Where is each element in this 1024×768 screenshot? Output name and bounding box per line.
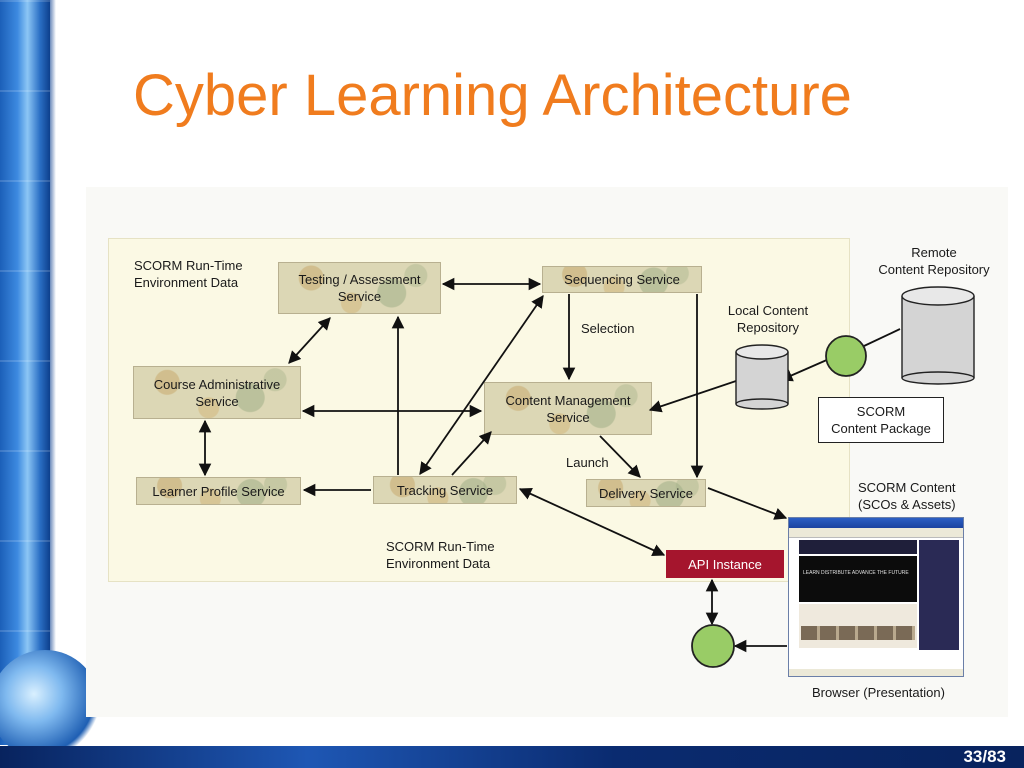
sequencing-service-label: Sequencing Service bbox=[564, 272, 680, 287]
launch-label: Launch bbox=[566, 455, 609, 470]
remote-repository-label: Remote Content Repository bbox=[868, 244, 1000, 278]
runtime-data-bottom-line1: SCORM Run-Time bbox=[386, 539, 495, 554]
slide-page-number: 33/83 bbox=[963, 747, 1006, 766]
local-repo-line1: Local Content bbox=[727, 303, 809, 318]
learner-profile-service: Learner Profile Service bbox=[136, 477, 301, 505]
browser-caption: Browser (Presentation) bbox=[812, 685, 945, 700]
package-line1: SCORM bbox=[856, 404, 906, 419]
runtime-data-bottom-line2: Environment Data bbox=[386, 556, 491, 571]
arrow-local-repo-content-mgmt bbox=[648, 380, 737, 413]
api-instance-label: API Instance bbox=[688, 556, 762, 572]
api-instance: API Instance bbox=[666, 550, 784, 578]
package-line2: Content Package bbox=[831, 421, 931, 436]
browser-page-banner bbox=[799, 540, 917, 554]
scorm-content-label: SCORM Content (SCOs & Assets) bbox=[858, 479, 956, 513]
browser-page-sidebar bbox=[919, 540, 959, 650]
scorm-content-line2: (SCOs & Assets) bbox=[858, 497, 956, 512]
local-repository-cylinder bbox=[735, 344, 789, 410]
local-repo-line2: Repository bbox=[736, 320, 800, 335]
selection-label: Selection bbox=[581, 321, 635, 336]
runtime-data-top-line1: SCORM Run-Time bbox=[134, 258, 243, 273]
testing-service-line2: Service bbox=[337, 289, 382, 304]
runtime-data-label-bottom: SCORM Run-Time Environment Data bbox=[386, 538, 495, 572]
tracking-service-label: Tracking Service bbox=[396, 482, 494, 498]
browser-title-bar bbox=[789, 518, 963, 528]
learner-profile-label: Learner Profile Service bbox=[152, 483, 285, 499]
arrow-tracking-api bbox=[518, 487, 666, 557]
browser-status-bar bbox=[789, 669, 963, 676]
decorative-globe bbox=[0, 650, 100, 760]
slide-title: Cyber Learning Architecture bbox=[133, 63, 852, 128]
arrow-connector-local-repo bbox=[779, 358, 830, 382]
tracking-service: Tracking Service bbox=[373, 476, 517, 504]
testing-service-line1: Testing / Assessment bbox=[298, 272, 421, 287]
connector-circle-top bbox=[825, 335, 867, 377]
browser-page-hero bbox=[799, 556, 917, 602]
arrow-launch bbox=[599, 435, 641, 478]
browser-page-thumbnails bbox=[801, 626, 915, 640]
scorm-content-package: SCORM Content Package bbox=[818, 397, 944, 443]
course-administrative-service: Course Administrative Service bbox=[133, 366, 301, 419]
browser-screenshot: LEARN DISTRIBUTE ADVANCE THE FUTURE bbox=[788, 517, 964, 677]
remote-repository-cylinder bbox=[901, 286, 975, 385]
testing-assessment-service: Testing / Assessment Service bbox=[278, 262, 441, 314]
remote-repo-line1: Remote bbox=[911, 245, 957, 260]
local-repository-label: Local Content Repository bbox=[720, 302, 816, 336]
arrow-tracking-content-mgmt bbox=[451, 431, 492, 476]
footer-bar bbox=[0, 746, 1024, 768]
remote-repo-line2: Content Repository bbox=[878, 262, 990, 277]
browser-hero-text: LEARN DISTRIBUTE ADVANCE THE FUTURE bbox=[803, 570, 909, 576]
connector-circle-bottom bbox=[691, 624, 735, 668]
arrow-delivery-browser bbox=[707, 487, 788, 520]
course-admin-line1: Course Administrative bbox=[153, 376, 281, 392]
arrow-testing-course-admin bbox=[288, 317, 331, 364]
course-admin-line2: Service bbox=[195, 393, 239, 409]
line-remote-connector bbox=[863, 328, 901, 347]
arrow-sequencing-tracking bbox=[419, 294, 544, 476]
sequencing-service: Sequencing Service bbox=[542, 266, 702, 293]
scorm-content-line1: SCORM Content bbox=[858, 480, 956, 495]
content-mgmt-line2: Service bbox=[546, 409, 590, 425]
decorative-left-strip bbox=[0, 0, 56, 745]
browser-toolbar bbox=[789, 528, 963, 538]
runtime-data-label-top: SCORM Run-Time Environment Data bbox=[134, 257, 243, 291]
runtime-data-top-line2: Environment Data bbox=[134, 275, 239, 290]
